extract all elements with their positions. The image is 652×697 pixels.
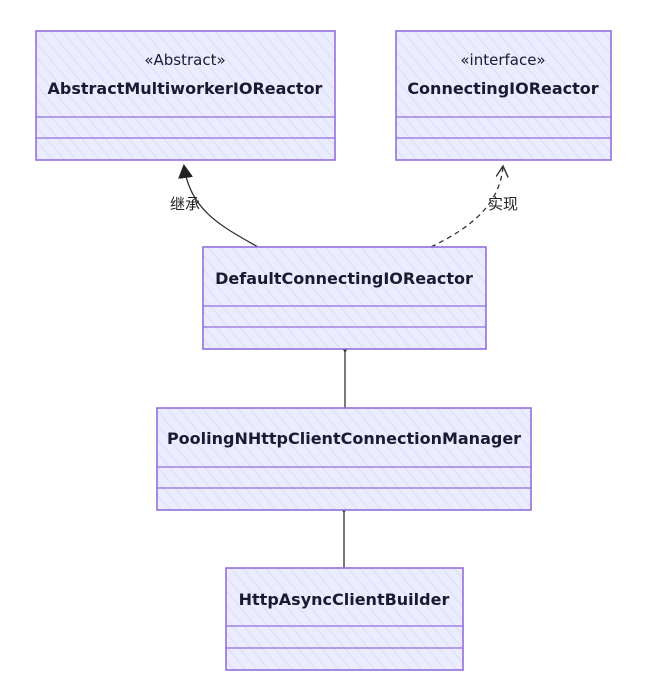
class-name: AbstractMultiworkerIOReactor: [48, 79, 323, 98]
class-default-connecting-io-reactor: DefaultConnectingIOReactor: [202, 246, 487, 350]
class-box: [156, 407, 532, 511]
class-http-async-client-builder: HttpAsyncClientBuilder: [225, 567, 464, 671]
class-box: [202, 246, 487, 350]
class-connecting-io-reactor: «interface» ConnectingIOReactor: [395, 30, 612, 161]
class-name: DefaultConnectingIOReactor: [215, 269, 473, 288]
implementation-label: 实现: [488, 195, 518, 213]
class-pooling-nhttp-client-connection-manager: PoolingNHttpClientConnectionManager: [156, 407, 532, 511]
class-name: PoolingNHttpClientConnectionManager: [167, 429, 521, 448]
class-abstract-multiworker-io-reactor: «Abstract» AbstractMultiworkerIOReactor: [35, 30, 336, 161]
class-stereotype: «Abstract»: [144, 51, 225, 69]
inheritance-label: 继承: [170, 195, 200, 213]
inheritance-edge: [184, 166, 259, 248]
implementation-edge: [430, 164, 509, 248]
edges: [184, 164, 509, 568]
class-box: [225, 567, 464, 671]
class-name: ConnectingIOReactor: [407, 79, 598, 98]
class-name: HttpAsyncClientBuilder: [239, 590, 450, 609]
class-stereotype: «interface»: [460, 51, 545, 69]
